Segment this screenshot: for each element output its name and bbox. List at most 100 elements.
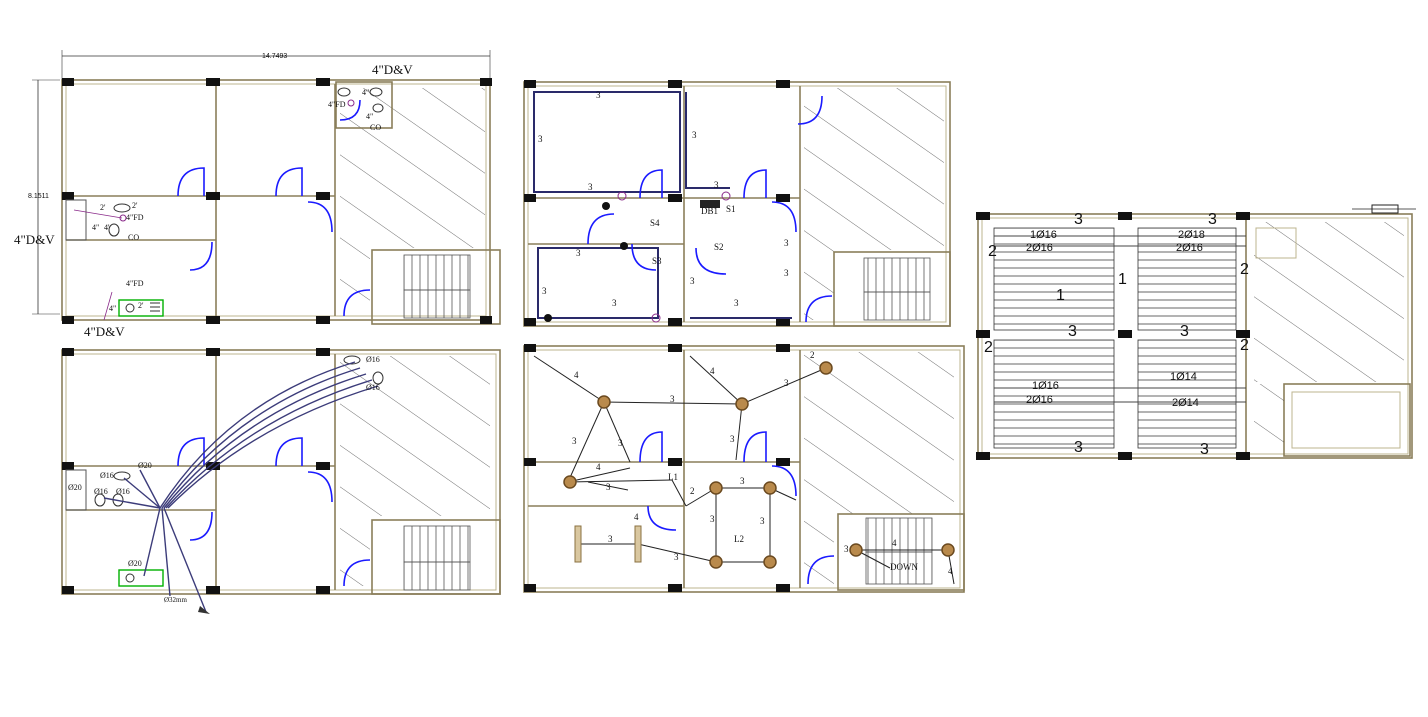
pipe-label: Ø20 [68, 483, 82, 492]
wire-label: 4 [892, 538, 897, 548]
circuit-label: 3 [734, 298, 739, 308]
distribution-board-label: DB1 [701, 206, 718, 216]
pipe-label: Ø32mm [164, 596, 188, 604]
panel-mark: 3 [1180, 323, 1189, 340]
switch-s3-label: S3 [652, 256, 662, 266]
panel-mark: 2 [984, 339, 993, 356]
pipe-size-label: 4' [104, 223, 110, 232]
wire-label: 3 [572, 436, 577, 446]
light-point [849, 543, 863, 557]
light-l2-label: L2 [734, 534, 744, 544]
wire-label: 4 [596, 462, 601, 472]
pipe-size-label: 4" [362, 88, 369, 97]
light-point [763, 481, 777, 495]
pipe-label: Ø20 [128, 559, 142, 568]
panel-mark: 1 [1056, 287, 1065, 304]
circuit-label: 3 [576, 248, 581, 258]
panel-mark: 3 [1074, 211, 1083, 228]
wire-label: 3 [730, 434, 735, 444]
light-point [763, 555, 777, 569]
light-point [597, 395, 611, 409]
co-mid-label: CO [128, 233, 139, 242]
wire-label: 2 [810, 350, 815, 360]
pipe-label: Ø16 [94, 487, 108, 496]
dimension-label: 2' [132, 201, 138, 210]
pipe-label: Ø16 [100, 471, 114, 480]
kitchen-sink [118, 299, 164, 317]
fd-mid-label: 4"FD [126, 213, 144, 222]
pipe-size-label: 4" [92, 223, 99, 232]
circuit-label: 3 [538, 134, 543, 144]
pipe-label: Ø16 [366, 383, 380, 392]
light-point [735, 397, 749, 411]
dimension-label: 2' [100, 203, 106, 212]
wire-label: 4 [948, 566, 953, 576]
supply-pipe [159, 361, 356, 509]
circuit-label: 3 [542, 286, 547, 296]
plan-3-water-supply: Ø16 Ø16 Ø20 Ø16 Ø20 Ø16 Ø16 Ø20 Ø32mm [61, 348, 501, 614]
wire-label: 3 [608, 534, 613, 544]
circuit-label: 3 [784, 238, 789, 248]
width-dimension: 14.7493 [262, 53, 287, 60]
circuit-label: 3 [692, 130, 697, 140]
light-point [563, 475, 577, 489]
panel-mark: 2 [1240, 261, 1249, 278]
panel-mark: 1 [1118, 271, 1127, 288]
pipe-label: Ø16 [366, 355, 380, 364]
wire-label: 4 [710, 366, 715, 376]
stair-down-label: DOWN [890, 562, 918, 572]
panel-mark: 2 [988, 243, 997, 260]
fd-bottom-label: 4"FD [126, 279, 144, 288]
light-point [819, 361, 833, 375]
pipe-size-label: 4" [366, 112, 373, 121]
wire-label: 3 [844, 544, 849, 554]
rebar-label: 2Ø16 [1026, 242, 1053, 254]
dv-bottom-label: 4"D&V [84, 324, 125, 339]
rebar-label: 2Ø16 [1026, 394, 1053, 406]
circuit-label: 3 [588, 182, 593, 192]
light-point [709, 555, 723, 569]
panel-mark: 2 [1240, 337, 1249, 354]
circuit-label: 3 [612, 298, 617, 308]
panel-mark: 3 [1208, 211, 1217, 228]
switch-s4-label: S4 [650, 218, 660, 228]
wire-label: 3 [740, 476, 745, 486]
circuit-label: 3 [596, 90, 601, 100]
circuit-label: 3 [714, 180, 719, 190]
light-point [941, 543, 955, 557]
switch-s1-label: S1 [726, 204, 736, 214]
dv-left-label: 4"D&V [14, 232, 55, 247]
pipe-label: Ø16 [116, 487, 130, 496]
wire-label: 3 [670, 394, 675, 404]
wire-label: 4 [574, 370, 579, 380]
plan-4-lighting-layout: 4 4 3 3 2 3 3 3 4 3 L1 4 2 3 3 3 L2 3 3 … [523, 344, 965, 593]
co-top-label: CO [370, 123, 381, 132]
rebar-label: 1Ø14 [1170, 371, 1197, 383]
pipe-label: Ø20 [138, 461, 152, 470]
height-dimension: 8.1511 [28, 193, 49, 200]
wire-label: 3 [674, 552, 679, 562]
wire-label: 3 [606, 482, 611, 492]
plan-5-slab-reinforcement: 1Ø16 2Ø16 2Ø18 2Ø16 1Ø16 2Ø16 1Ø14 2Ø14 … [976, 204, 1416, 460]
door-swing [177, 167, 205, 197]
plan-1-drainage: 14.7493 8.1511 [14, 50, 501, 339]
wire-label: 3 [618, 438, 623, 448]
rebar-label: 2Ø16 [1176, 242, 1203, 254]
pipe-size-label: 4" [109, 304, 116, 313]
light-l1-label: L1 [668, 472, 678, 482]
wire-label: 2 [690, 486, 695, 496]
wire-label: 3 [710, 514, 715, 524]
light-point [709, 481, 723, 495]
circuit-label: 3 [690, 276, 695, 286]
plan-2-switch-layout: 3 3 3 3 3 3 3 3 3 3 3 3 S4 S3 S2 S1 DB1 [523, 80, 951, 327]
rebar-label: 1Ø16 [1030, 229, 1057, 241]
wire-label: 3 [784, 378, 789, 388]
distribution-board [700, 200, 720, 208]
dimension-label: 2' [138, 301, 144, 310]
rebar-label: 2Ø18 [1178, 229, 1205, 241]
rebar-label: 1Ø16 [1032, 380, 1059, 392]
panel-mark: 3 [1068, 323, 1077, 340]
panel-mark: 3 [1200, 441, 1209, 458]
panel-mark: 3 [1074, 439, 1083, 456]
